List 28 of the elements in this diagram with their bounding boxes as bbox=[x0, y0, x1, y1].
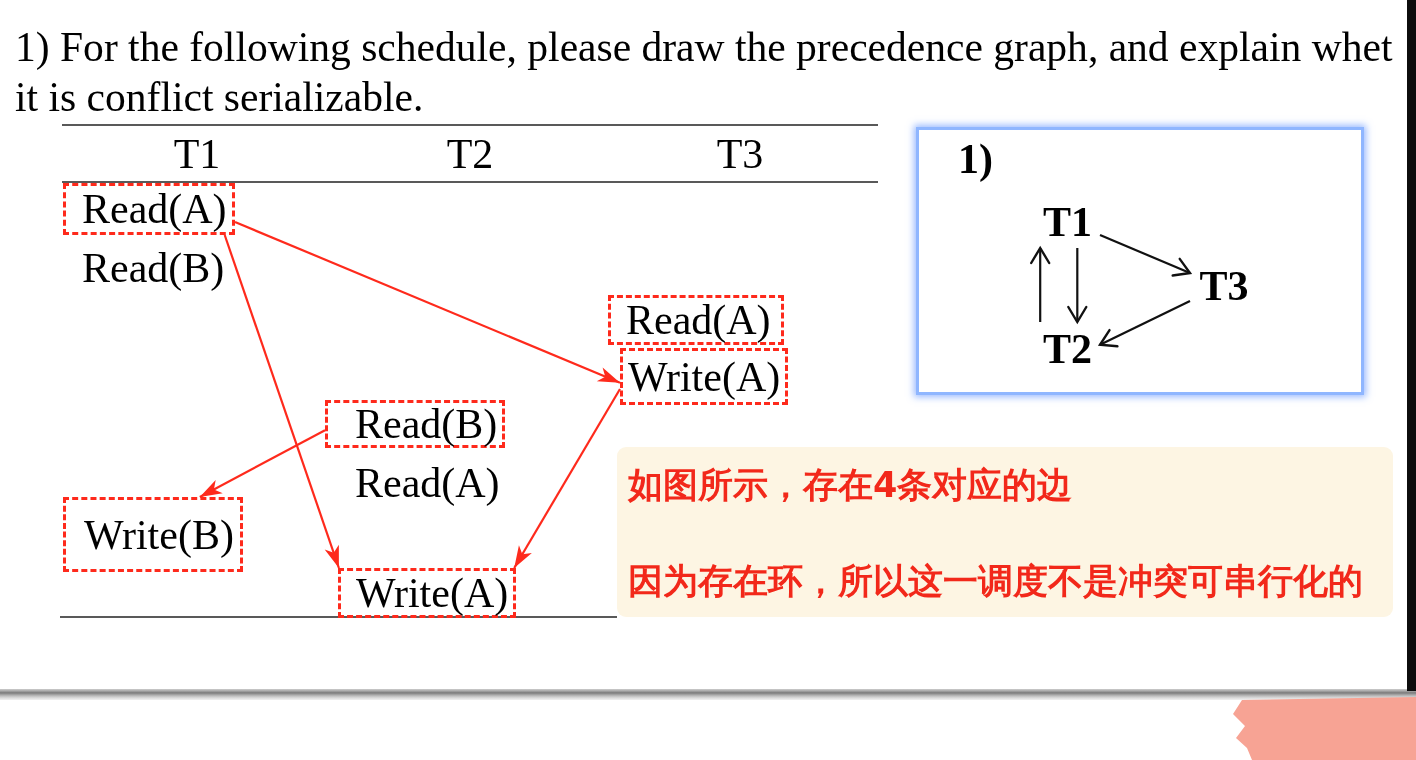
dashed-box: Write(B) bbox=[63, 497, 243, 572]
note-text: 因为存在环，所以这一调度不是冲突可串行化的 bbox=[628, 561, 1363, 601]
graph-panel bbox=[916, 127, 1364, 395]
table-cell: Read(B) bbox=[82, 247, 225, 289]
dashed-box: Write(A) bbox=[620, 348, 788, 405]
column-header: T2 bbox=[446, 133, 494, 175]
arrow bbox=[1067, 248, 1088, 324]
dashed-box: Read(B) bbox=[325, 400, 505, 448]
question-text: 1) For the following schedule, please draw the precedence graph, and explain whet it is conflict serializable. bbox=[15, 23, 1394, 122]
node-label: T1 bbox=[1035, 196, 1100, 248]
arrow bbox=[513, 388, 621, 569]
table-cell: Read(A) bbox=[355, 462, 500, 504]
dashed-box: Read(A) bbox=[63, 183, 235, 235]
arrow bbox=[1030, 246, 1051, 322]
arrow bbox=[199, 429, 326, 498]
arrow bbox=[1099, 234, 1192, 277]
arrow bbox=[1098, 299, 1191, 348]
column-header: T3 bbox=[716, 133, 764, 175]
arrow bbox=[223, 234, 340, 569]
node-label: T3 bbox=[1190, 262, 1258, 310]
step-number: 1) bbox=[958, 138, 993, 180]
arrow bbox=[234, 221, 621, 384]
note-box bbox=[617, 447, 1393, 617]
node-label: T2 bbox=[1035, 322, 1100, 375]
column-header: T1 bbox=[173, 133, 221, 175]
note-text: 如图所示，存在4条对应的边 bbox=[628, 465, 1073, 505]
dashed-box: Write(A) bbox=[338, 568, 516, 618]
dashed-box: Read(A) bbox=[608, 295, 784, 345]
